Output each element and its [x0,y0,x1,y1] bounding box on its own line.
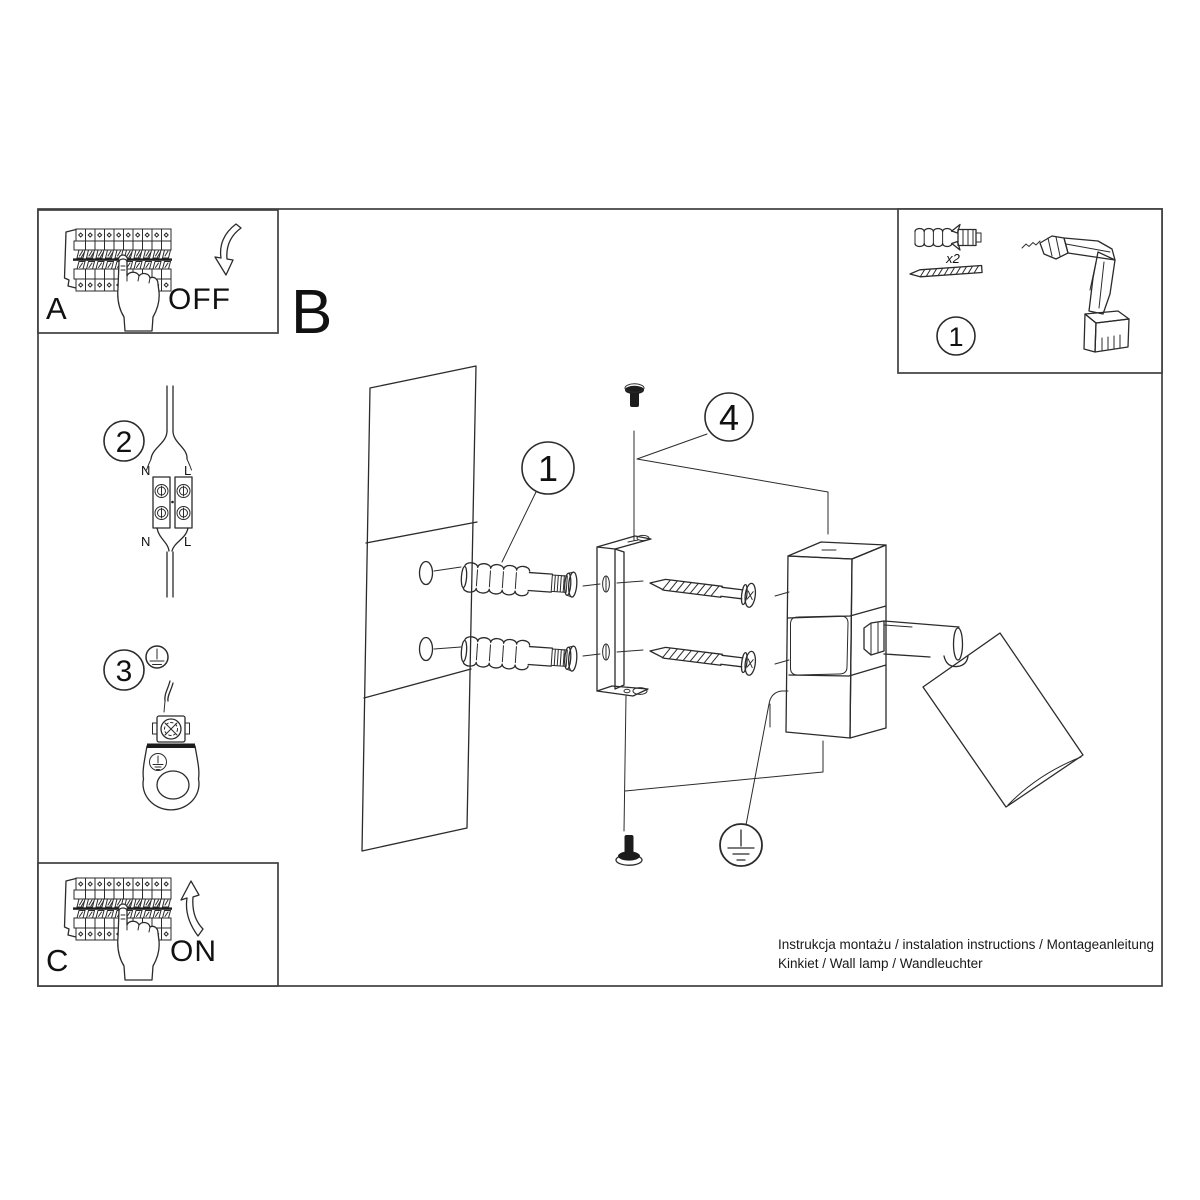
parts-box: x2 1 [897,208,1163,374]
off-label: OFF [168,283,231,316]
arrow-down-icon [214,223,242,276]
terminal-block [152,476,193,529]
small-screw-top [624,383,645,541]
step-c-box: C ON [37,862,279,987]
step-a-box: A OFF [37,209,279,334]
callout-parts: 1 [936,316,976,356]
step-c-label: C [46,943,68,978]
callout-parts-number: 1 [948,322,963,352]
earth-wire [164,680,174,702]
drill [1021,235,1130,353]
earth-callout [719,690,789,867]
wire-label-n-bottom: N [141,534,150,549]
callout-wall-plug-number: 1 [538,448,558,489]
step-earthing: 3 [103,645,200,811]
step-a-label: A [46,291,67,326]
wire-label-l-bottom: L [184,534,191,549]
step-b-label: B [291,278,332,347]
callout-wall-plug: 1 [501,441,575,563]
step-wiring: 2 N L N L [103,385,193,598]
expansion-plug [914,223,982,251]
footer-line2: Kinkiet / Wall lamp / Wandleuchter [778,956,983,971]
lamp-arm [863,620,969,668]
wire-label-n-top: N [141,463,150,478]
small-screw-bottom [615,695,824,866]
earth-terminal [152,715,190,743]
footer: Instrukcja montażu / instalation instruc… [778,937,1154,971]
arrow-up-icon [180,880,204,937]
earth-symbol-small [145,645,169,669]
lamp-body [785,541,887,739]
wall-panel [361,365,478,852]
lamp-shade [922,632,1084,808]
shade-yoke [943,655,969,668]
mounting-bracket [596,534,652,697]
wire-label-l-top: L [184,463,191,478]
footer-line1: Instrukcja montażu / instalation instruc… [778,937,1154,952]
exploded-assembly: 1 4 [361,365,1084,867]
axis-dashes-row2 [433,646,790,665]
callout-mounting-number: 4 [719,397,739,438]
drill-hole [418,636,434,662]
earth-symbol [727,829,755,861]
axis-dashes-row1 [433,566,790,597]
callout-wiring-number: 2 [116,426,133,459]
drill-hole [418,560,434,586]
long-screw [909,264,983,278]
on-label: ON [170,935,217,968]
callout-mounting: 4 [636,392,829,535]
plug-quantity-label: x2 [945,251,961,266]
callout-earthing-number: 3 [116,655,133,688]
mounting-plate [142,743,200,811]
